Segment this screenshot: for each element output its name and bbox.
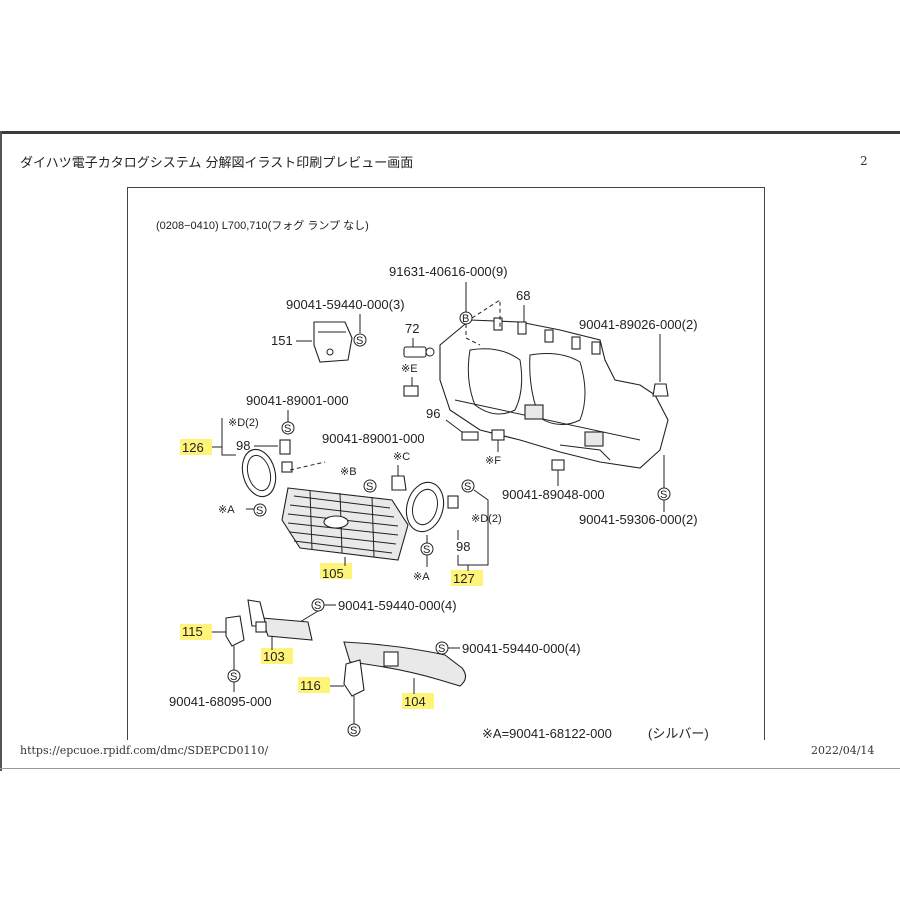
label-105: 105 xyxy=(322,566,344,581)
part-105-front-grille xyxy=(281,487,409,561)
diagram-subtitle: (0208−0410) L700,710(フォグ ランプ なし) xyxy=(156,218,369,232)
highlight-105 xyxy=(320,563,352,579)
label-90041-59440-4a: 90041-59440-000(4) xyxy=(338,598,457,613)
page-top-edge xyxy=(0,131,900,134)
part-151-bracket xyxy=(313,321,353,363)
part-103-moulding-left xyxy=(247,599,313,641)
label-a-left: ※A xyxy=(218,504,235,516)
clip-f xyxy=(491,429,505,441)
label-98-a: 98 xyxy=(236,438,250,453)
symbol-s: S xyxy=(256,505,263,517)
symbol-s: S xyxy=(230,671,237,683)
label-151: 151 xyxy=(271,333,293,348)
label-90041-89001-a: 90041-89001-000 xyxy=(246,393,349,408)
symbol-s: S xyxy=(314,600,321,612)
highlight-103 xyxy=(261,648,293,664)
part-96 xyxy=(461,431,479,441)
symbol-s: S xyxy=(423,544,430,556)
label-c: ※C xyxy=(393,451,410,463)
part-126-headlamp-ring-left xyxy=(241,439,293,498)
footer-url: https://epcuoe.rpidf.com/dmc/SDEPCD0110/ xyxy=(20,744,269,757)
label-91631-40616: 91631-40616-000(9) xyxy=(389,264,508,279)
label-90041-89001-b: 90041-89001-000 xyxy=(322,431,425,446)
label-126: 126 xyxy=(182,440,204,455)
label-90041-68095: 90041-68095-000 xyxy=(169,694,272,709)
label-104: 104 xyxy=(404,694,426,709)
radiator-support-panel xyxy=(439,317,669,469)
label-90041-59440-4b: 90041-59440-000(4) xyxy=(462,641,581,656)
part-104-moulding-right xyxy=(343,641,467,687)
symbol-s: S xyxy=(366,481,373,493)
symbol-s: S xyxy=(284,423,291,435)
label-68: 68 xyxy=(516,288,530,303)
page-number: 2 xyxy=(860,154,868,168)
note-silver: (シルバー) xyxy=(648,726,709,741)
label-127: 127 xyxy=(453,571,475,586)
label-d2-a: ※D(2) xyxy=(228,417,259,429)
clip-c xyxy=(391,475,407,491)
symbol-s: S xyxy=(464,481,471,493)
part-72-bulb-socket xyxy=(403,346,435,358)
label-f: ※F xyxy=(485,455,501,467)
label-72: 72 xyxy=(405,321,419,336)
symbol-s: S xyxy=(356,335,363,347)
clip-e xyxy=(403,385,419,397)
label-90041-89048: 90041-89048-000 xyxy=(502,487,605,502)
label-d2-b: ※D(2) xyxy=(471,513,502,525)
label-90041-59306: 90041-59306-000(2) xyxy=(579,512,698,527)
highlight-116 xyxy=(298,677,330,693)
highlight-127 xyxy=(451,570,483,586)
part-116-end-cap-right xyxy=(343,659,365,697)
symbol-s: S xyxy=(438,643,445,655)
footer-date: 2022/04/14 xyxy=(811,744,875,757)
label-e: ※E xyxy=(401,363,418,375)
label-90041-59440-3: 90041-59440-000(3) xyxy=(286,297,405,312)
highlight-115 xyxy=(180,624,212,640)
symbol-s: S xyxy=(350,725,357,737)
clip-89026 xyxy=(652,383,669,397)
label-a-right: ※A xyxy=(413,571,430,583)
highlight-126 xyxy=(180,439,212,455)
label-96: 96 xyxy=(426,406,440,421)
label-103: 103 xyxy=(263,649,285,664)
clip-89048 xyxy=(551,459,565,471)
highlight-104 xyxy=(402,693,434,709)
symbol-s: S xyxy=(660,489,667,501)
label-116: 116 xyxy=(300,678,321,693)
label-98-b: 98 xyxy=(456,539,470,554)
label-b: ※B xyxy=(340,466,357,478)
label-90041-89026: 90041-89026-000(2) xyxy=(579,317,698,332)
note-a: ※A=90041-68122-000 xyxy=(482,726,612,741)
part-127-headlamp-ring-right xyxy=(405,481,459,533)
diagram-frame xyxy=(127,187,765,740)
page-left-edge xyxy=(0,131,2,771)
label-115: 115 xyxy=(182,624,203,639)
symbol-b: B xyxy=(462,313,469,325)
page-bottom-edge xyxy=(0,768,900,769)
document-title: ダイハツ電子カタログシステム 分解図イラスト印刷プレビュー画面 xyxy=(20,156,414,171)
part-115-end-cap-left xyxy=(225,615,245,647)
